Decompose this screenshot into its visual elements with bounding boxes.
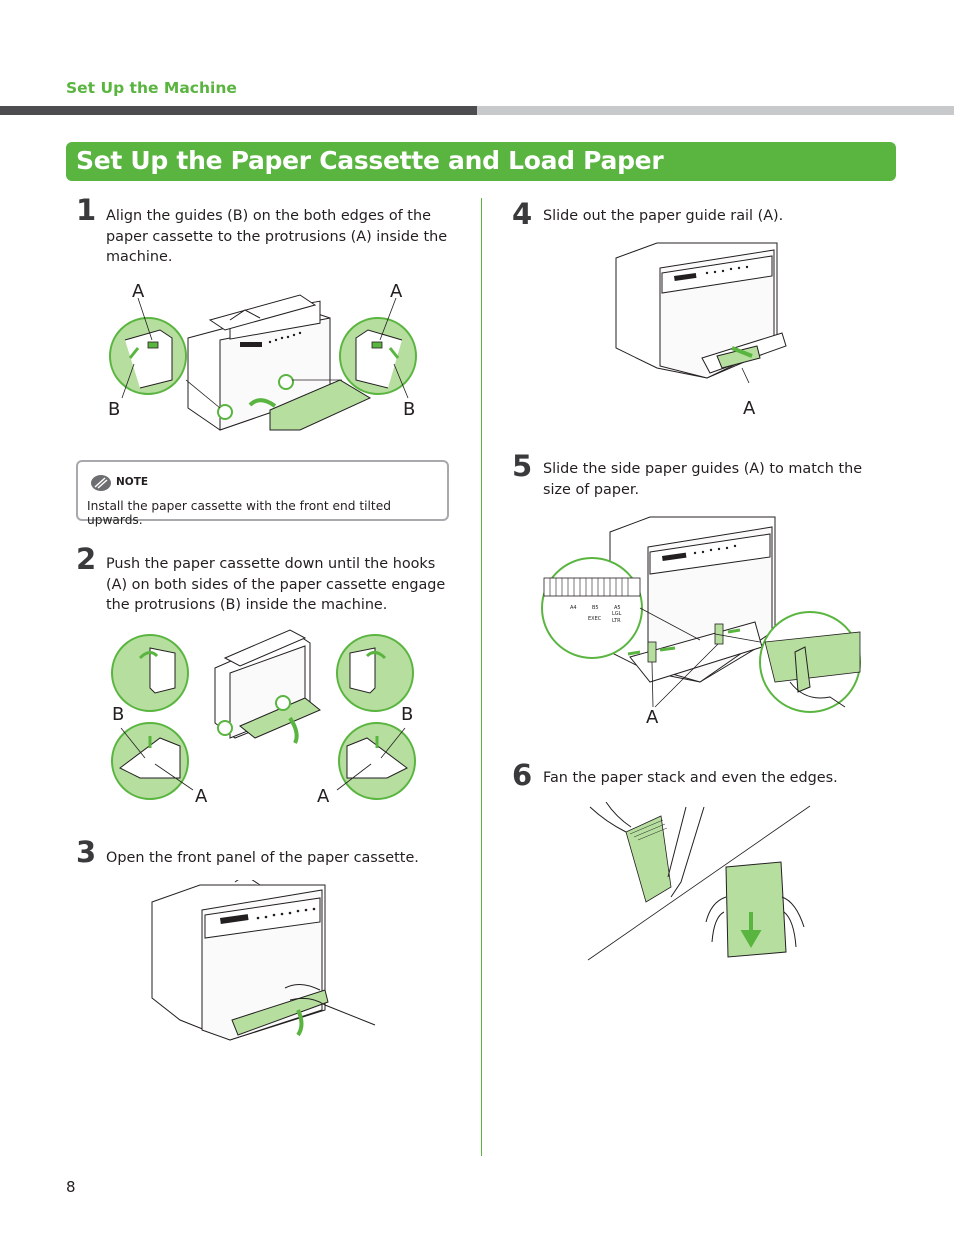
- step-5-label-a: A: [646, 707, 659, 728]
- step-1-label-b-left: B: [108, 399, 121, 420]
- step-2-label-a-left: A: [195, 786, 208, 807]
- step-1-illustration: [109, 294, 417, 431]
- step-2-label-a-right: A: [317, 786, 330, 807]
- step-6-number: 6: [512, 758, 533, 792]
- scale-mark-ltr: LTR: [612, 618, 621, 624]
- step-2-label-b-right: B: [401, 704, 414, 725]
- scale-mark-lgl: LGL: [612, 611, 622, 617]
- step-5-text: Slide the side paper guides (A) to match…: [543, 461, 863, 498]
- step-4-text: Slide out the paper guide rail (A).: [543, 208, 784, 224]
- step-1-label-b-right: B: [403, 399, 416, 420]
- note-text: Install the paper cassette with the fron…: [87, 499, 391, 527]
- step-3-illustration: [151, 880, 376, 1041]
- step-1-text: Align the guides (B) on the both edges o…: [106, 208, 448, 265]
- step-2-text: Push the paper cassette down until the h…: [106, 556, 446, 613]
- note-box: NOTE Install the paper cassette with the…: [76, 460, 449, 527]
- scale-mark-exec: EXEC: [588, 616, 602, 622]
- step-5-number: 5: [512, 449, 533, 483]
- step-1-number: 1: [76, 193, 97, 227]
- step-3-number: 3: [76, 835, 97, 869]
- scale-mark-a4: A4: [570, 605, 577, 611]
- step-6-text: Fan the paper stack and even the edges.: [543, 770, 838, 786]
- step-5-illustration: A4 B5 A5 EXEC LGL LTR: [541, 516, 861, 713]
- step-2-number: 2: [76, 542, 97, 576]
- note-title: NOTE: [116, 476, 149, 488]
- step-2-illustration: [111, 629, 416, 800]
- column-divider: [481, 198, 482, 1156]
- step-4-number: 4: [512, 197, 533, 231]
- header-rule-light: [477, 106, 954, 115]
- page-number: 8: [66, 1178, 76, 1196]
- step-3-text: Open the front panel of the paper casset…: [106, 850, 419, 866]
- page-title: Set Up the Paper Cassette and Load Paper: [76, 146, 664, 175]
- step-2-label-b-left: B: [112, 704, 125, 725]
- scale-mark-b5: B5: [592, 605, 599, 611]
- step-6-illustration: [587, 802, 811, 961]
- header-rule-dark: [0, 106, 477, 115]
- step-1-label-a-left: A: [132, 281, 145, 302]
- scale-mark-a5: A5: [614, 605, 621, 611]
- title-bar: Set Up the Paper Cassette and Load Paper: [66, 142, 896, 181]
- step-4-label-a: A: [743, 398, 756, 419]
- step-1-label-a-right: A: [390, 281, 403, 302]
- step-4-illustration: [615, 242, 787, 384]
- note-icon: [91, 475, 111, 491]
- section-label: Set Up the Machine: [66, 79, 237, 97]
